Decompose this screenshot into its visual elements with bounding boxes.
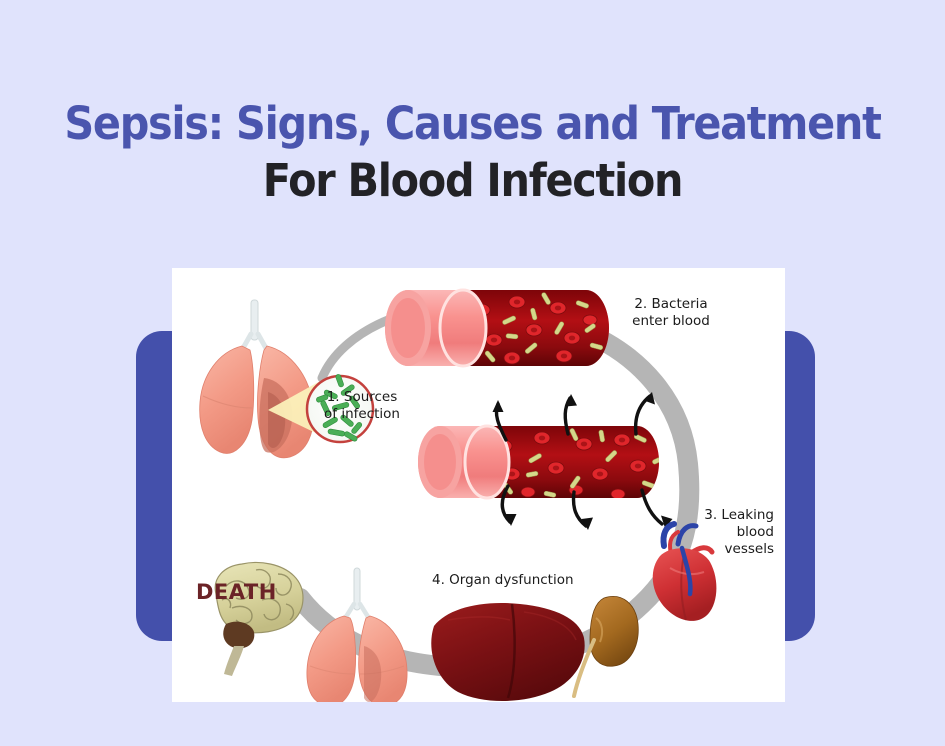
leak-arrowheads bbox=[492, 392, 673, 530]
organ-lungs-illustration bbox=[306, 567, 408, 702]
label-step-1-sources-of-infection: 1. Sources of infection bbox=[324, 389, 400, 422]
liver-illustration bbox=[431, 602, 585, 701]
page-title: Sepsis: Signs, Causes and Treatment For … bbox=[0, 96, 945, 210]
sepsis-cycle-illustration bbox=[199, 288, 717, 702]
sepsis-diagram-card: 1. Sources of infection 2. Bacteria ente… bbox=[172, 268, 785, 702]
heart-illustration bbox=[652, 521, 717, 621]
brain-illustration bbox=[214, 561, 304, 676]
label-death-outcome: DEATH bbox=[196, 580, 277, 604]
label-step-3-leaking-blood-vessels: 3. Leaking blood vessels bbox=[704, 507, 774, 557]
label-step-2-bacteria-enter-blood: 2. Bacteria enter blood bbox=[632, 296, 710, 329]
leaking-blood-vessel bbox=[418, 392, 673, 530]
kidney-illustration bbox=[572, 596, 639, 698]
label-step-4-organ-dysfunction: 4. Organ dysfunction bbox=[432, 572, 574, 588]
title-line-2: For Blood Infection bbox=[262, 154, 684, 207]
blood-vessel-with-bacteria bbox=[385, 288, 609, 368]
title-line-1: Sepsis: Signs, Causes and Treatment bbox=[64, 97, 882, 150]
lungs-source-illustration bbox=[199, 299, 314, 459]
bacteria-magnifier-circle bbox=[268, 374, 375, 444]
